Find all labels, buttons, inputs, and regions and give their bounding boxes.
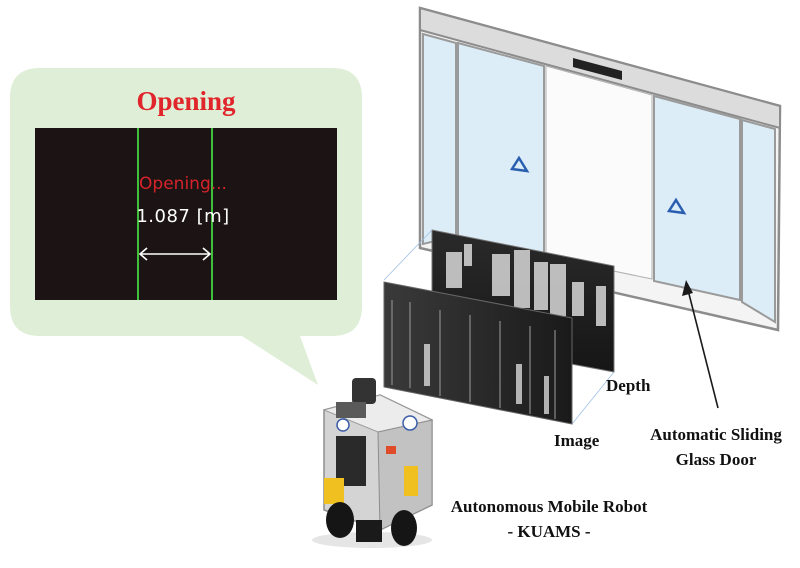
robot-emblem-icon bbox=[337, 419, 349, 431]
robot-emblem-icon bbox=[403, 416, 417, 430]
robot-caster bbox=[356, 520, 382, 542]
depth-label: Depth bbox=[606, 376, 651, 395]
glass-panel-right-fixed bbox=[742, 120, 775, 322]
robot-label-line1: Autonomous Mobile Robot bbox=[451, 497, 648, 516]
glass-panel-left-fixed bbox=[423, 34, 456, 244]
robot-camera-module bbox=[336, 402, 366, 418]
door-opening-gap bbox=[546, 66, 652, 279]
robot-wheel-right bbox=[391, 510, 417, 546]
robot-label-line2: - KUAMS - bbox=[507, 522, 590, 541]
door-label-line2: Glass Door bbox=[676, 450, 757, 469]
opening-status-text: Opening... bbox=[139, 174, 227, 194]
glass-panel-right-sliding bbox=[654, 96, 740, 300]
kuams-robot bbox=[312, 378, 432, 548]
callout-title: Opening bbox=[136, 86, 236, 116]
robot-wheel-left bbox=[326, 502, 354, 538]
robot-yellow-panel bbox=[324, 478, 344, 504]
glass-panel-left-sliding bbox=[458, 43, 544, 256]
lidar-sensor bbox=[352, 378, 376, 404]
robot-yellow-panel bbox=[404, 466, 418, 496]
distance-readout: 1.087 [m] bbox=[136, 206, 229, 227]
opening-callout: Opening Opening... 1.087 [m] bbox=[10, 68, 362, 385]
image-label: Image bbox=[554, 431, 600, 450]
robot-status-light bbox=[386, 446, 396, 454]
door-label-line1: Automatic Sliding bbox=[650, 425, 782, 444]
